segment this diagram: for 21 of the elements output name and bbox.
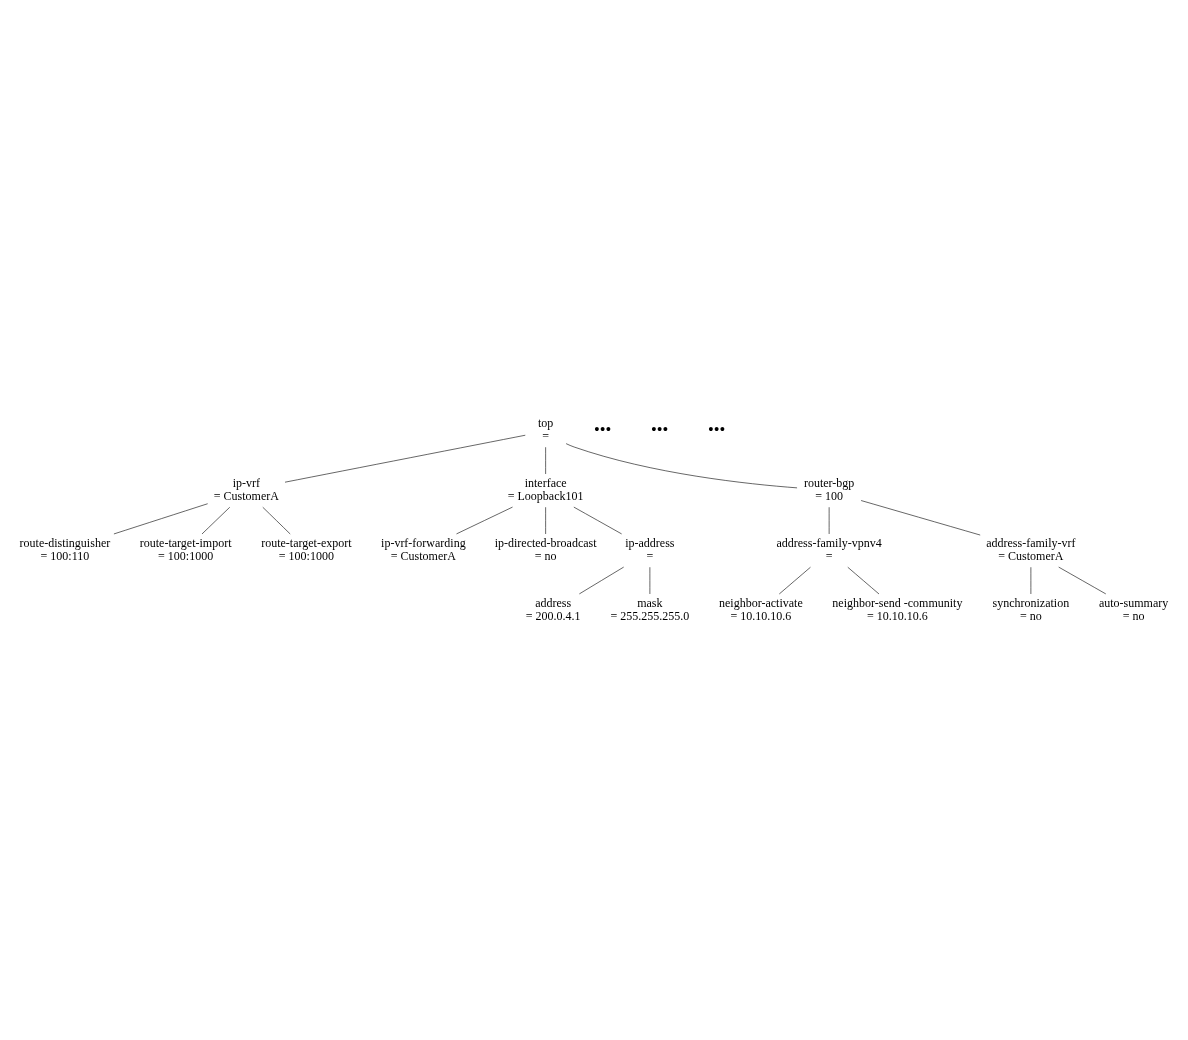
node-text: top = bbox=[537, 415, 554, 443]
node-text: ip-vrf = CustomerA bbox=[213, 475, 279, 503]
node-text: route-target-export = 100:1000 bbox=[261, 535, 352, 563]
node-text: interface = Loopback101 bbox=[507, 475, 584, 503]
node-text: neighbor-send -community = 10.10.10.6 bbox=[832, 595, 963, 623]
node-text: auto-summary = no bbox=[1098, 595, 1169, 623]
label: ••• bbox=[650, 419, 669, 439]
node-text: route-distinguisher = 100:110 bbox=[19, 535, 111, 563]
node-text: ip-vrf-forwarding = CustomerA bbox=[381, 535, 466, 563]
node-text: ip-address = bbox=[625, 535, 675, 563]
node-text: synchronization = no bbox=[992, 595, 1070, 623]
node-text: address = 200.0.4.1 bbox=[525, 595, 581, 623]
node-text: neighbor-activate = 10.10.10.6 bbox=[719, 595, 803, 623]
label: ••• bbox=[707, 419, 726, 439]
node-text: route-target-import = 100:1000 bbox=[139, 535, 232, 563]
label: ••• bbox=[593, 419, 612, 439]
node-text: ip-directed-broadcast = no bbox=[494, 535, 597, 563]
node-text: address-family-vpnv4 = bbox=[776, 535, 882, 563]
node-text: mask = 255.255.255.0 bbox=[610, 595, 690, 623]
node-text: address-family-vrf = CustomerA bbox=[986, 535, 1076, 563]
node-text: router-bgp = 100 bbox=[803, 475, 855, 503]
